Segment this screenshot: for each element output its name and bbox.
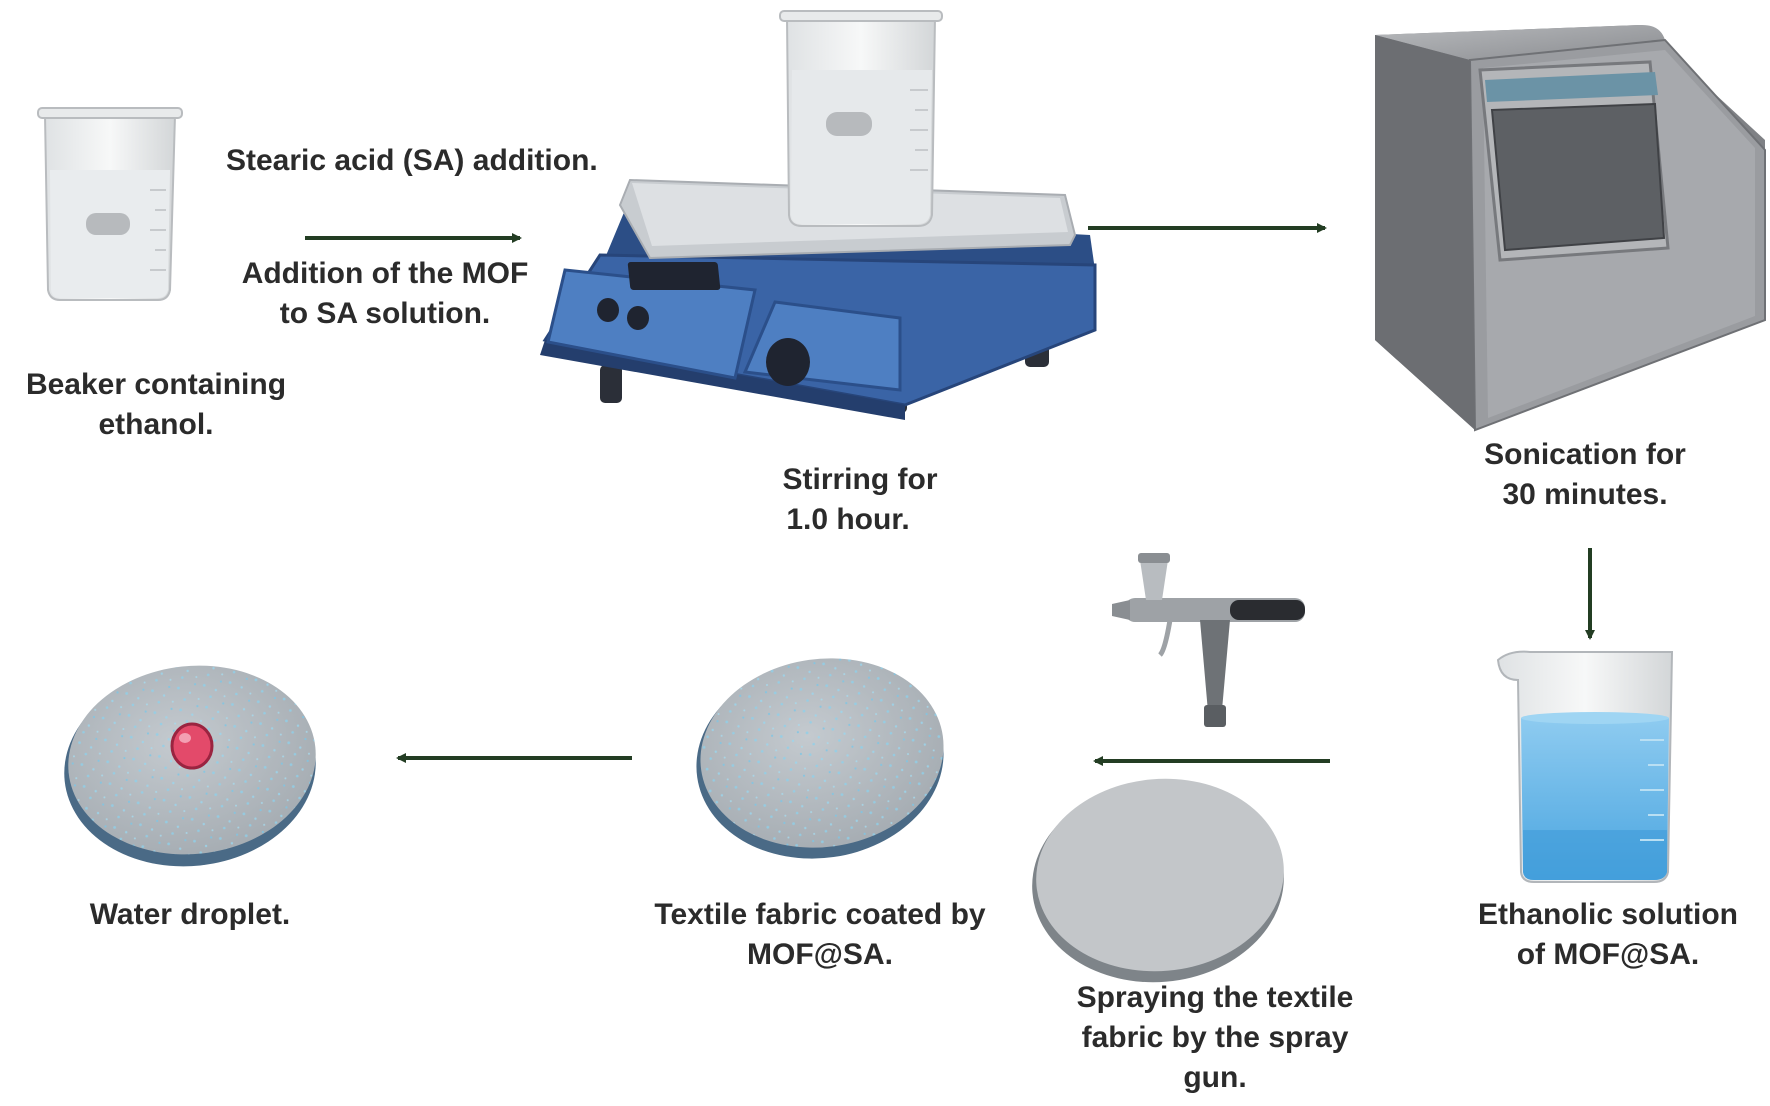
blue-solution-beaker-icon (1496, 650, 1674, 883)
label-sonication: Sonication for 30 minutes. (1484, 438, 1686, 511)
label-stirring: Stirring for 1.0 hour. (782, 463, 938, 536)
water-droplet-icon (64, 665, 316, 867)
beaker-icon (37, 107, 183, 301)
spray-gun-icon (1112, 553, 1305, 727)
label-water-droplet: Water droplet. (89, 898, 291, 931)
label-sa-addition: Stearic acid (SA) addition. (226, 144, 598, 177)
sonicator-icon (1375, 24, 1766, 432)
label-ethanolic-solution: Ethanolic solution of MOF@SA. (1478, 898, 1738, 971)
coated-fabric-icon (696, 658, 944, 859)
label-beaker-ethanol: Beaker containing ethanol. (25, 368, 287, 441)
textile-fabric-icon (1032, 778, 1284, 983)
label-coated-fabric: Textile fabric coated by MOF@SA. (654, 898, 986, 971)
label-mof-addition: Addition of the MOF to SA solution. (241, 257, 529, 330)
beaker-icon (779, 10, 943, 227)
label-spraying: Spraying the textile fabric by the spray… (1076, 981, 1354, 1094)
magnetic-stirrer-icon (540, 178, 1097, 420)
